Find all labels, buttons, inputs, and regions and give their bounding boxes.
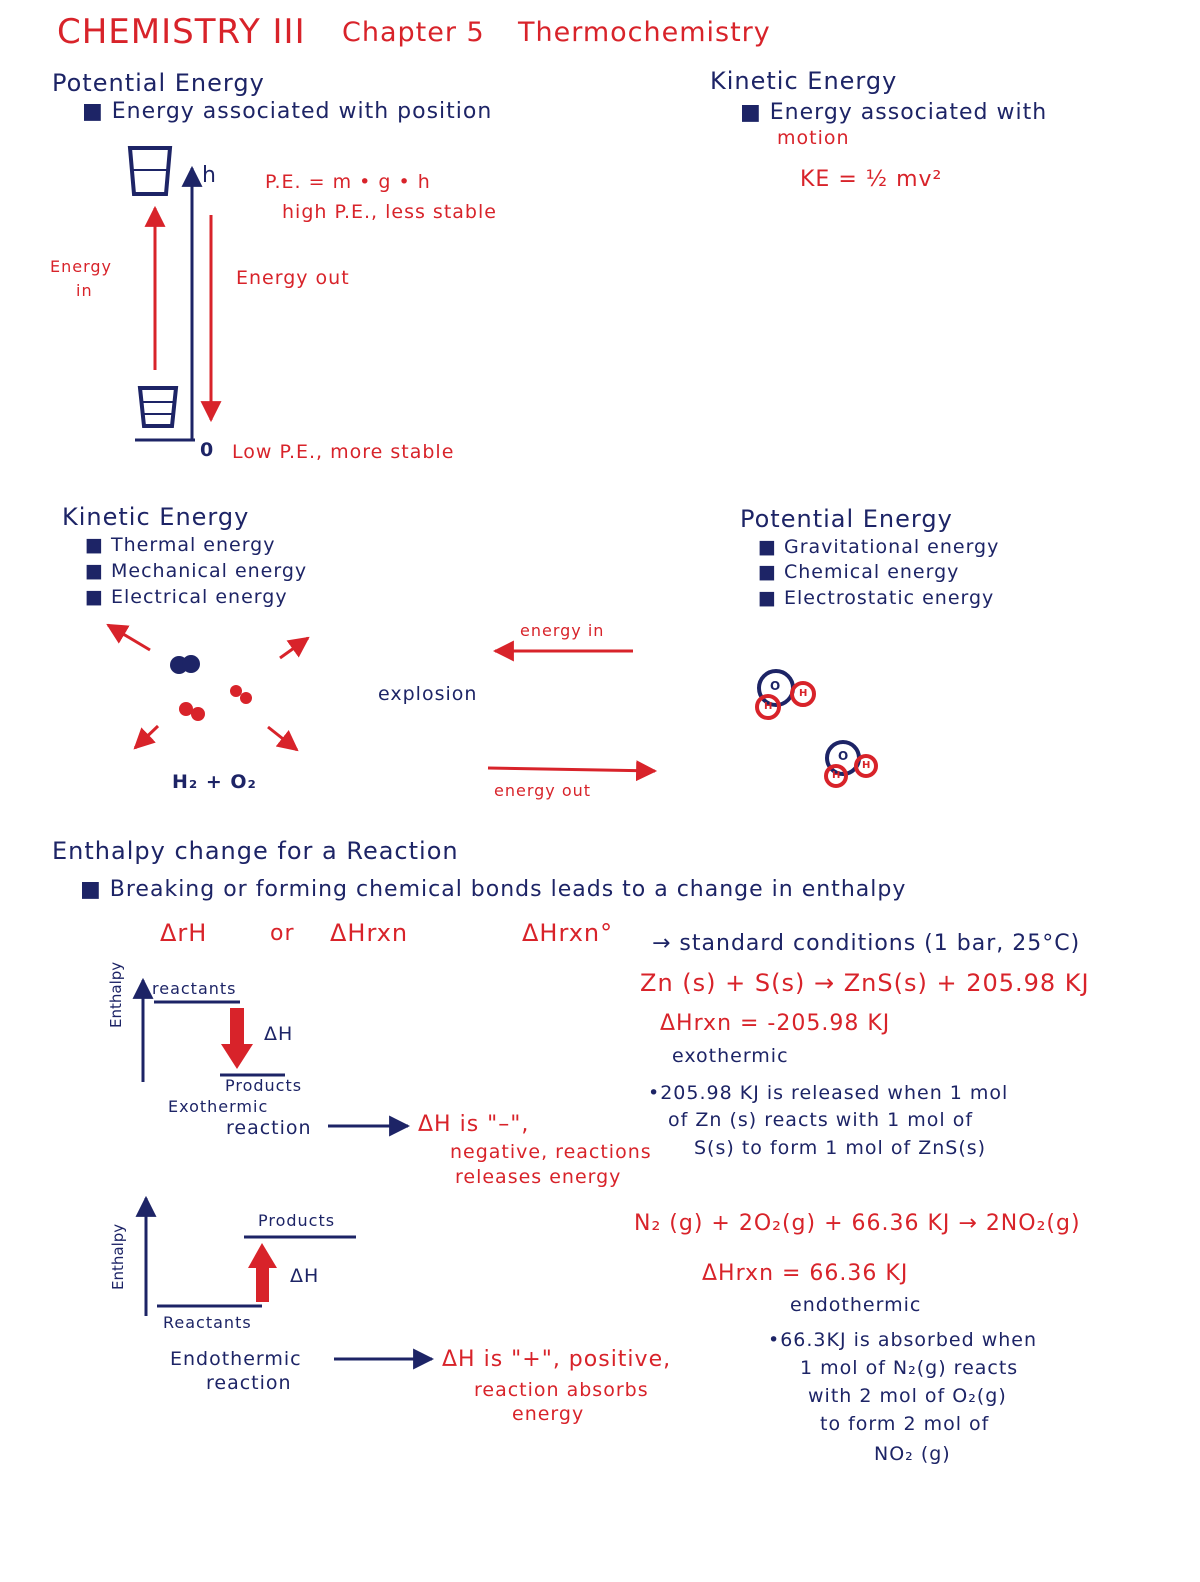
endo-sign-label-2: reaction absorbs <box>474 1379 649 1401</box>
energy-out-reaction-arrow <box>487 760 658 782</box>
exo-sign-label-3: releases energy <box>455 1166 622 1188</box>
exo-sign-label-2: negative, reactions <box>450 1141 652 1163</box>
endo-explain-4: to form 2 mol of <box>820 1413 990 1435</box>
endo-up-arrow <box>248 1243 277 1302</box>
oxygen-letter: O <box>838 749 849 763</box>
standard-symbol: ΔHrxn° <box>522 919 614 947</box>
exo-kind: exothermic <box>672 1045 789 1067</box>
delta-r-h-symbol: ΔrH <box>160 919 208 947</box>
pe-formula: P.E. = m • g • h <box>265 171 431 193</box>
enthalpy-heading: Enthalpy change for a Reaction <box>52 837 459 865</box>
endo-explain-1: •66.3KJ is absorbed when <box>768 1329 1038 1351</box>
pe-form-item: ■ Chemical energy <box>758 561 960 583</box>
zero-label: 0 <box>200 439 215 461</box>
hydrogen-letter: H <box>764 701 773 712</box>
exo-down-arrow <box>221 1008 253 1069</box>
endo-equation: N₂ (g) + 2O₂(g) + 66.36 KJ → 2NO₂(g) <box>634 1211 1081 1236</box>
water-molecule-1 <box>755 669 816 720</box>
energy-in-label: Energy <box>50 257 113 276</box>
water-molecule-2 <box>824 740 878 788</box>
exo-dh-value: ΔHrxn = -205.98 KJ <box>660 1011 891 1036</box>
exo-axis-label: Enthalpy <box>107 961 125 1028</box>
enthalpy-bullet: ■ Breaking or forming chemical bonds lea… <box>80 877 907 902</box>
ke-form-item: ■ Electrical energy <box>85 586 288 608</box>
endo-explain-3: with 2 mol of O₂(g) <box>808 1385 1007 1407</box>
exo-reactants-label: reactants <box>152 979 237 998</box>
hydrogen-letter: H <box>862 760 871 771</box>
pe-form-label: Gravitational energy <box>784 536 1000 558</box>
enthalpy-bullet-text: Breaking or forming chemical bonds leads… <box>109 877 907 902</box>
low-pe-note: Low P.E., more stable <box>232 441 455 463</box>
endo-axis-label: Enthalpy <box>109 1223 127 1290</box>
ke-form-label: Electrical energy <box>111 586 288 608</box>
endo-explain-2: 1 mol of N₂(g) reacts <box>800 1357 1019 1379</box>
delta-h-rxn-symbol: ΔHrxn <box>330 919 409 947</box>
endo-sign-label: ΔH is "+", positive, <box>442 1347 672 1372</box>
energy-out-label: Energy out <box>236 267 350 289</box>
endo-explain-5: NO₂ (g) <box>874 1443 951 1465</box>
ke-bullet-motion: motion <box>777 127 850 149</box>
high-pe-note: high P.E., less stable <box>282 201 497 223</box>
exo-explain-2: of Zn (s) reacts with 1 mol of <box>668 1109 974 1131</box>
exo-products-label: Products <box>225 1076 303 1095</box>
ke-form-item: ■ Thermal energy <box>85 534 276 556</box>
endo-dh-label: ΔH <box>290 1265 320 1287</box>
pe-form-label: Chemical energy <box>784 561 960 583</box>
hydrogen-letter: H <box>832 770 841 781</box>
pe-form-item: ■ Electrostatic energy <box>758 587 995 609</box>
endo-type-label: Endothermic <box>170 1348 302 1370</box>
energy-in-label-2: in <box>76 281 93 300</box>
pe-form-label: Electrostatic energy <box>784 587 995 609</box>
exo-equation: Zn (s) + S(s) → ZnS(s) + 205.98 KJ <box>640 969 1090 997</box>
course-title: CHEMISTRY III <box>57 12 306 52</box>
endo-dh-value: ΔHrxn = 66.36 KJ <box>702 1261 909 1286</box>
ke-bullet-text: Energy associated with <box>769 100 1048 125</box>
pe-bullet: ■ Energy associated with position <box>82 99 493 124</box>
ke-heading: Kinetic Energy <box>710 67 898 95</box>
oxygen-letter: O <box>770 679 781 693</box>
exo-dh-label: ΔH <box>264 1023 294 1045</box>
pe-heading: Potential Energy <box>52 69 265 97</box>
reactants-label: H₂ + O₂ <box>172 771 257 793</box>
or-label: or <box>270 921 295 946</box>
exo-explain-3: S(s) to form 1 mol of ZnS(s) <box>694 1137 987 1159</box>
explosion-sketch <box>106 623 310 752</box>
ke-bullet: ■ Energy associated with <box>740 100 1048 125</box>
cup-top-icon <box>127 146 173 196</box>
ke-form-item: ■ Mechanical energy <box>85 560 308 582</box>
ke-form-label: Mechanical energy <box>111 560 308 582</box>
exo-type-label-2: reaction <box>226 1117 312 1139</box>
exo-sign-label: ΔH is "–", <box>418 1112 530 1137</box>
endo-type-label-2: reaction <box>206 1372 292 1394</box>
cup-bottom-icon <box>137 386 179 428</box>
chapter-label: Chapter 5 <box>342 17 485 48</box>
explosion-label: explosion <box>378 683 478 705</box>
hydrogen-letter: H <box>799 688 808 699</box>
ke-formula: KE = ½ mv² <box>800 167 943 192</box>
exo-explain-1: •205.98 KJ is released when 1 mol <box>648 1082 1009 1104</box>
pe-forms-heading: Potential Energy <box>740 505 953 533</box>
energy-out-reaction-label: energy out <box>494 781 592 800</box>
energy-in-reaction-label: energy in <box>520 621 605 640</box>
endo-reactants-label: Reactants <box>163 1313 252 1332</box>
ke-forms-heading: Kinetic Energy <box>62 503 250 531</box>
topic-title: Thermochemistry <box>518 17 771 48</box>
standard-conditions: → standard conditions (1 bar, 25°C) <box>652 931 1081 956</box>
pe-bullet-text: Energy associated with position <box>111 99 493 124</box>
exo-type-label: Exothermic <box>168 1097 269 1116</box>
h-label: h <box>202 163 217 188</box>
ke-form-label: Thermal energy <box>111 534 276 556</box>
endo-products-label: Products <box>258 1211 336 1230</box>
endo-sign-label-3: energy <box>512 1403 585 1425</box>
endo-kind: endothermic <box>790 1294 922 1316</box>
pe-form-item: ■ Gravitational energy <box>758 536 1000 558</box>
